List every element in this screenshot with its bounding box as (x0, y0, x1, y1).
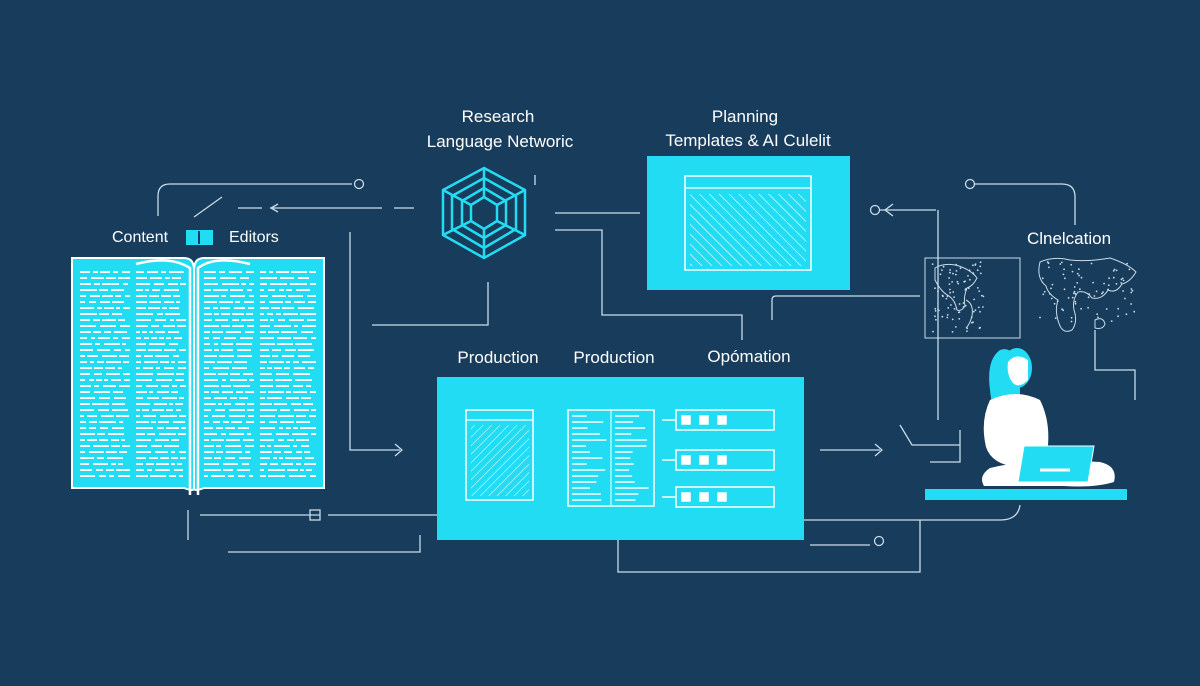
content-label: Content (112, 229, 169, 246)
production-label-2: Production (573, 348, 655, 367)
template-panel-icon (647, 156, 850, 290)
cinelcation-title: Clnelcation (1026, 229, 1112, 248)
open-book-icon (71, 257, 325, 495)
person-laptop-icon (925, 348, 1127, 500)
world-map-icon (924, 257, 1137, 339)
production-label-3: Opómation (707, 347, 791, 366)
production-label-1: Production (457, 348, 539, 367)
connector-lines (157, 175, 1136, 573)
planning-subtitle: Templates & AI Culelit (665, 131, 831, 150)
hexagon-network-icon (441, 166, 527, 260)
research-subtitle: Language Networic (426, 132, 574, 151)
planning-title: Planning (711, 107, 779, 126)
production-panel-icon (437, 377, 804, 540)
editors-label: Editors (229, 229, 279, 246)
research-title: Research (461, 107, 535, 126)
content-editors-icon (186, 230, 213, 245)
